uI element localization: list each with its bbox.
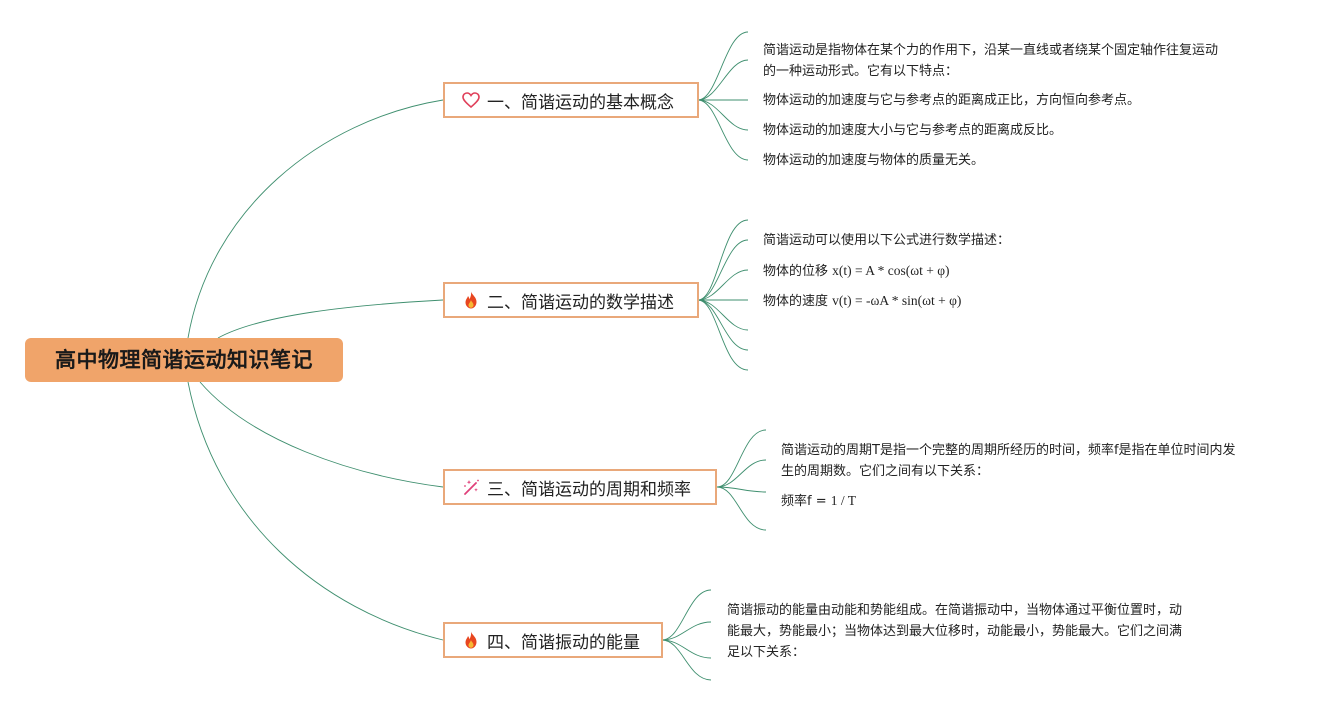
topic-2-branch (697, 299, 749, 351)
root-to-topic-2-connector (217, 299, 444, 339)
topic-energy[interactable]: 四、简谐振动的能量 (443, 622, 663, 658)
topic-title: 一、简谐运动的基本概念 (487, 92, 674, 113)
topic-1-branch (697, 99, 749, 131)
displacement-formula: x(t) = A * cos(ωt + φ) (832, 263, 950, 278)
leaf-math-intro: 简谐运动可以使用以下公式进行数学描述： (763, 230, 1010, 251)
formula-label: 物体的速度 (763, 294, 833, 309)
central-topic[interactable]: 高中物理简谐运动知识笔记 (25, 338, 343, 382)
leaf-line: 物体运动的加速度与它与参考点的距离成正比，方向恒向参考点。 (763, 93, 1141, 108)
leaf-line: 简谐运动是指物体在某个力的作用下，沿某一直线或者绕某个固定轴作往复运动 (763, 43, 1219, 58)
leaf-line: 物体运动的加速度大小与它与参考点的距离成反比。 (763, 123, 1063, 138)
leaf-acceleration-proportional: 物体运动的加速度与它与参考点的距离成正比，方向恒向参考点。 (763, 90, 1140, 111)
topic-2-branch (697, 269, 749, 301)
leaf-acceleration-magnitude: 物体运动的加速度大小与它与参考点的距离成反比。 (763, 120, 1062, 141)
topic-period-frequency[interactable]: 三、简谐运动的周期和频率 (443, 469, 717, 505)
topic-2-branch (697, 239, 749, 301)
leaf-line: 生的周期数。它们之间有以下关系： (781, 464, 990, 479)
leaf-displacement-formula: 物体的位移 x(t) = A * cos(ωt + φ) (763, 260, 950, 282)
velocity-formula: v(t) = -ωA * sin(ωt + φ) (832, 293, 962, 308)
leaf-line: 能最大，势能最小；当物体达到最大位移时，动能最小，势能最大。它们之间满 (727, 624, 1183, 639)
leaf-frequency-formula: 频率f = 1 / T (781, 490, 856, 512)
leaf-velocity-formula: 物体的速度 v(t) = -ωA * sin(ωt + φ) (763, 290, 961, 312)
topic-3-branch (716, 429, 767, 488)
leaf-acceleration-mass: 物体运动的加速度与物体的质量无关。 (763, 150, 984, 171)
leaf-energy-description: 简谐振动的能量由动能和势能组成。在简谐振动中，当物体通过平衡位置时，动 能最大，… (727, 600, 1182, 663)
leaf-line: 简谐运动的周期T是指一个完整的周期所经历的时间，频率f是指在单位时间内发 (781, 443, 1236, 458)
heart-icon (461, 90, 481, 110)
topic-4-branch (661, 589, 712, 641)
leaf-line: 简谐运动可以使用以下公式进行数学描述： (763, 233, 1011, 248)
topic-4-branch (661, 621, 712, 641)
leaf-line: 物体运动的加速度与物体的质量无关。 (763, 153, 985, 168)
topic-2-branch (697, 219, 749, 301)
root-to-topic-3-connector (199, 381, 444, 488)
topic-title: 二、简谐运动的数学描述 (487, 292, 674, 313)
topic-4-branch (661, 639, 712, 681)
leaf-period-definition: 简谐运动的周期T是指一个完整的周期所经历的时间，频率f是指在单位时间内发 生的周… (781, 440, 1236, 482)
topic-title: 四、简谐振动的能量 (487, 632, 640, 653)
topic-3-branch (716, 459, 767, 488)
topic-2-branch (697, 299, 749, 371)
topic-4-branch (661, 639, 712, 659)
topic-2-branch (697, 299, 749, 331)
topic-1-branch (697, 99, 749, 161)
formula-label: 物体的位移 (763, 264, 833, 279)
fire-icon (461, 630, 481, 650)
magic-wand-icon (461, 477, 481, 497)
topic-3-branch (716, 486, 767, 531)
leaf-line: 的一种运动形式。它有以下特点： (763, 64, 959, 79)
topic-math-description[interactable]: 二、简谐运动的数学描述 (443, 282, 699, 318)
topic-1-branch (697, 59, 749, 101)
leaf-line: 简谐振动的能量由动能和势能组成。在简谐振动中，当物体通过平衡位置时，动 (727, 603, 1183, 618)
topic-title: 三、简谐运动的周期和频率 (487, 479, 691, 500)
fire-icon (461, 290, 481, 310)
root-to-topic-4-connector (187, 381, 444, 641)
root-to-topic-1-connector (187, 99, 444, 339)
leaf-line: 足以下关系： (727, 645, 806, 660)
topic-basic-concepts[interactable]: 一、简谐运动的基本概念 (443, 82, 699, 118)
frequency-formula: 1 / T (830, 493, 856, 508)
topic-1-branch (697, 31, 749, 101)
topic-3-branch (716, 486, 767, 493)
leaf-definition: 简谐运动是指物体在某个力的作用下，沿某一直线或者绕某个固定轴作往复运动 的一种运… (763, 40, 1218, 82)
formula-label: 频率f = (781, 494, 831, 509)
